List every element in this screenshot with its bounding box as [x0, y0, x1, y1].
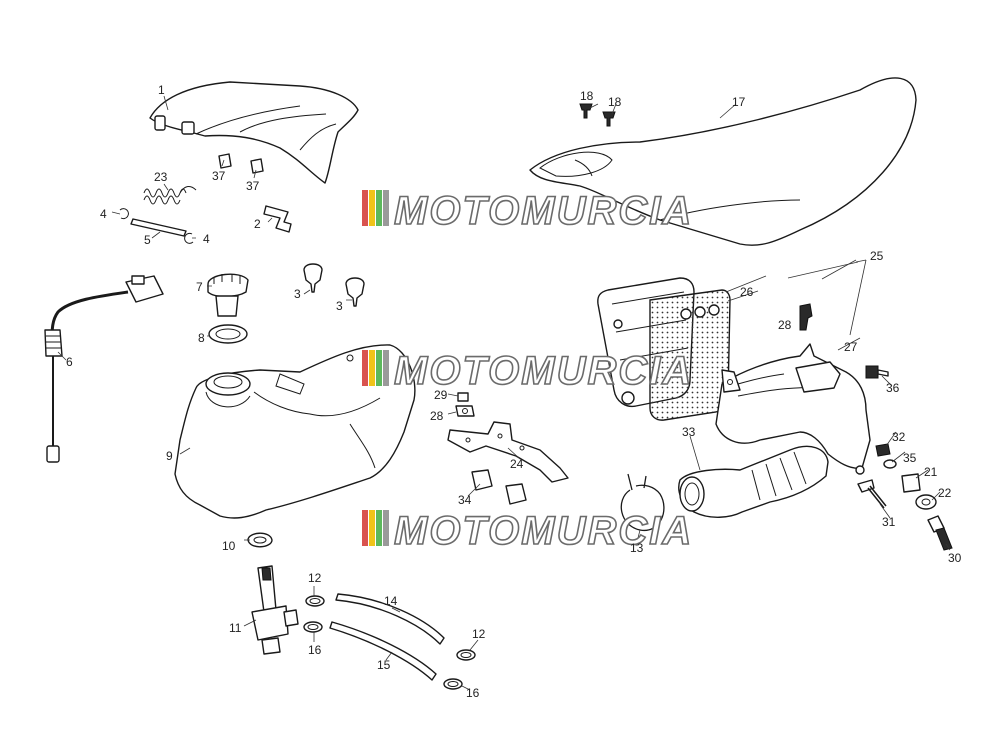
- fuel-tank-9-part: [174, 344, 416, 519]
- clip-4-left-part: [119, 208, 129, 220]
- callout-16: 16: [308, 643, 322, 657]
- watermark-stripe-gray: [383, 190, 389, 226]
- pin-18-right-part: [602, 111, 616, 127]
- grommet-3-left-part: [303, 263, 323, 293]
- callout-22: 22: [938, 486, 952, 500]
- callout-29: 29: [434, 388, 448, 402]
- callout-2: 2: [254, 217, 261, 231]
- pin-18-left-part: [579, 103, 593, 119]
- intake-boot-33-part: [678, 445, 829, 518]
- callout-31: 31: [882, 515, 896, 529]
- callout-32: 32: [892, 430, 906, 444]
- clip-4-right-part: [184, 232, 194, 244]
- callout-10: 10: [222, 539, 236, 553]
- callout-27: 27: [844, 340, 858, 354]
- o-ring-8-part: [208, 324, 248, 344]
- callout-23: 23: [154, 170, 168, 184]
- fuel-cap-7-part: [207, 273, 249, 317]
- clamp-12-right-part: [456, 649, 476, 661]
- fuel-tap-11-part: [251, 565, 299, 655]
- callout-3: 3: [336, 299, 343, 313]
- watermark-stripe-red: [362, 190, 368, 226]
- watermark-middle: MOTOMURCIA: [362, 348, 693, 394]
- watermark-stripe-green: [376, 190, 382, 226]
- bracket-2-part: [263, 205, 292, 233]
- callout-34: 34: [458, 493, 472, 507]
- callout-18: 18: [608, 95, 622, 109]
- side-cover-part: [149, 81, 359, 184]
- watermark-text: MOTOMURCIA: [394, 509, 693, 553]
- washer-22-part: [915, 494, 937, 510]
- callout-35: 35: [903, 451, 917, 465]
- callout-11: 11: [229, 621, 242, 635]
- washer-35-part: [883, 459, 897, 469]
- clamp-16-left-part: [303, 621, 323, 633]
- callout-36: 36: [886, 381, 900, 395]
- clip-28-right-part: [799, 303, 813, 331]
- hose-clamp-13-part: [620, 473, 665, 531]
- tank-bracket-24-part: [447, 421, 569, 483]
- airbox-housing-part: [715, 343, 871, 475]
- callout-37: 37: [246, 179, 260, 193]
- callout-8: 8: [198, 331, 205, 345]
- washer-28-part: [455, 405, 475, 417]
- callout-26: 26: [740, 285, 754, 299]
- callout-15: 15: [377, 658, 391, 672]
- spring-23-part: [143, 185, 197, 205]
- bolt-36-part: [865, 365, 889, 379]
- callout-1: 1: [158, 83, 165, 97]
- clip-34-right-part: [505, 483, 527, 505]
- watermark-bottom: MOTOMURCIA: [362, 508, 693, 554]
- callout-12: 12: [472, 627, 486, 641]
- callout-28: 28: [778, 318, 792, 332]
- callout-28: 28: [430, 409, 444, 423]
- callout-13: 13: [630, 541, 644, 555]
- seat-17-part: [529, 77, 917, 246]
- pin-5-part: [130, 218, 187, 237]
- grommet-3-right-part: [345, 277, 365, 307]
- bushing-21-part: [901, 473, 921, 493]
- callout-5: 5: [144, 233, 151, 247]
- callout-16: 16: [466, 686, 480, 700]
- watermark-top: MOTOMURCIA: [362, 188, 693, 234]
- callout-33: 33: [682, 425, 696, 439]
- callout-25: 25: [870, 249, 884, 263]
- callout-6: 6: [66, 355, 73, 369]
- watermark-stripe-yellow: [369, 190, 375, 226]
- clamp-16-right-part: [443, 678, 463, 690]
- callout-18: 18: [580, 89, 594, 103]
- nut-32-part: [875, 443, 891, 457]
- callout-24: 24: [510, 457, 524, 471]
- clip-37-left-part: [218, 153, 232, 169]
- callout-12: 12: [308, 571, 322, 585]
- callout-3: 3: [294, 287, 301, 301]
- callout-4: 4: [100, 207, 107, 221]
- callout-9: 9: [166, 449, 173, 463]
- callout-17: 17: [732, 95, 746, 109]
- callout-7: 7: [196, 280, 203, 294]
- clip-37-right-part: [250, 158, 264, 174]
- clamp-10-part: [247, 532, 273, 548]
- watermark-text: MOTOMURCIA: [394, 349, 693, 393]
- callout-14: 14: [384, 594, 398, 608]
- callout-30: 30: [948, 551, 962, 565]
- hose-15-part: [329, 621, 437, 681]
- callout-21: 21: [924, 465, 938, 479]
- watermark-text: MOTOMURCIA: [394, 189, 693, 233]
- callout-labels: 1 2 3 3 4 4 5 6 7 8 9 10 11 12 12 13 14 …: [66, 83, 962, 700]
- screw-30-part: [927, 515, 953, 551]
- fuel-sender-cable-6-part: [44, 275, 164, 463]
- screw-31-part: [857, 479, 887, 509]
- hose-14-part: [335, 593, 445, 645]
- callout-4: 4: [203, 232, 210, 246]
- air-filter-26-part: [597, 277, 731, 421]
- clip-34-left-part: [471, 469, 493, 491]
- leader-lines: [57, 95, 951, 691]
- bolt-29-part: [457, 392, 469, 402]
- clamp-12-left-part: [305, 595, 325, 607]
- callout-37: 37: [212, 169, 226, 183]
